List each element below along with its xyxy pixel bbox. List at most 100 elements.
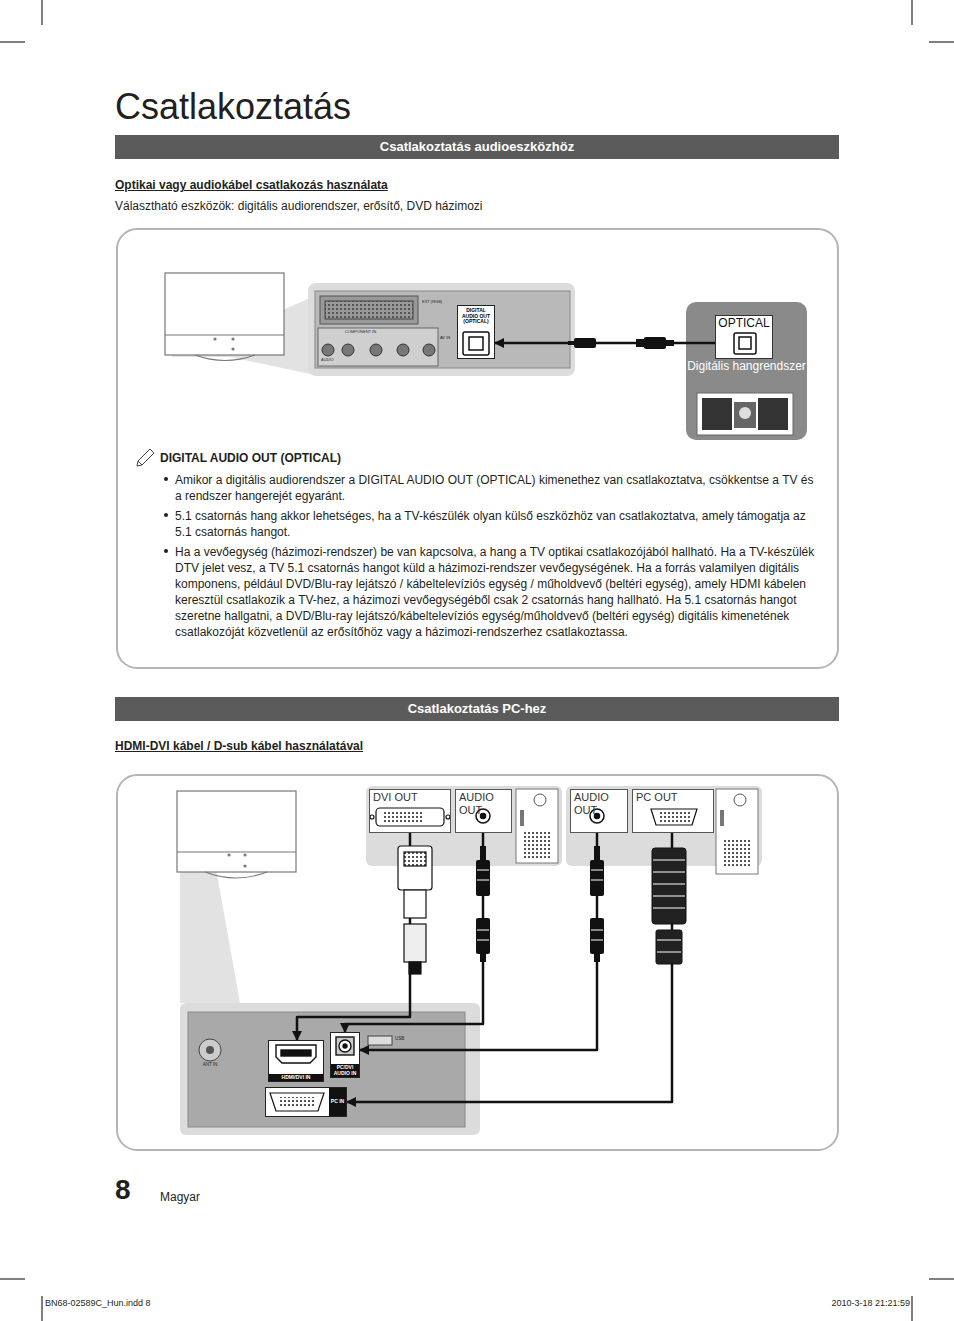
pc-rear-panel [520,810,524,826]
page-title: Csatlakoztatás [115,86,615,128]
tv-monitor [232,348,234,350]
note-icon [137,449,154,466]
diagram-frame [117,229,838,1150]
audio-plug [594,846,600,860]
crop-marks [912,0,913,25]
cable-connector [347,833,672,1102]
pc-rear-panel [734,794,746,806]
audio-plug [476,918,490,954]
component-jack [322,344,435,356]
stripe [657,952,681,953]
audio-jack [336,1037,354,1055]
port-label: AUDIO [321,358,345,362]
pc-rear-panel [632,789,714,833]
bullet-dot [164,477,168,481]
optical-port [739,337,751,349]
tv-monitor [232,338,234,340]
pc-rear-panel [716,789,758,874]
dsub-plug [652,848,686,964]
pc-rear-panel [366,786,562,866]
port-box: AUDIO OUT [455,789,512,833]
tv-rear-panel [315,291,570,368]
hdmi-port [281,1050,311,1056]
port-box: PC/DVI AUDIO IN [330,1032,360,1078]
port-box: PC OUT [632,789,714,833]
pc-rear-panel [369,789,451,833]
tv-monitor [165,273,310,374]
crop-marks [42,0,43,25]
sound-system-panel [702,398,732,430]
stripe [477,940,489,941]
crop-marks [929,1279,954,1280]
sound-system-panel [697,393,793,435]
tv-rear-panel [265,1087,347,1117]
diagram-frame [117,775,838,1150]
dvi-plug [404,924,426,962]
section-band: Csatlakoztatás audioeszközhöz [115,135,839,159]
node-text: AUDIO OUT [459,791,508,817]
component-jack [423,344,435,356]
pc-rear-panel [455,789,512,833]
optical-port [463,332,489,355]
node-text: PC IN [329,1088,346,1116]
bullet-text: 5.1 csatornás hang akkor lehetséges, ha … [175,508,817,540]
optical-plug [666,340,674,346]
audio-plug [590,860,604,896]
dvi-plug [398,846,432,890]
port-box: OPTICAL [715,315,773,359]
stripe [591,940,603,941]
stripe [591,930,603,931]
optical-plug [574,338,596,348]
node-text: PC OUT [636,791,710,804]
tv-monitor [177,791,296,1003]
port-label: AV IN [440,336,452,340]
audio-jack [339,1040,351,1052]
dvi-port [370,808,450,826]
stripe [653,884,685,885]
dsub-plug [656,930,682,964]
sound-system-panel [739,407,751,419]
node-text: Csatlakoztatás PC-hez [115,697,839,721]
optical-port [463,332,756,355]
port-box: DIGITAL AUDIO OUT (OPTICAL) [457,305,495,359]
tv-monitor [205,872,267,878]
optical-plug [568,341,574,345]
port-label: USB [395,1037,415,1042]
node-text: Csatlakoztatás audioeszközhöz [115,135,839,159]
bullet-dot [164,513,168,517]
vga-port [651,809,697,825]
hdmi-port [276,1045,316,1063]
note-heading: DIGITAL AUDIO OUT (OPTICAL) [160,451,460,465]
stripe [653,908,685,909]
bullet-text: Amikor a digitális audiorendszer a DIGIT… [175,472,817,504]
dvi-port [376,808,444,826]
print-slug: 2010-3-18 21:21:59 [780,1298,910,1309]
port-label: ANT IN [196,1063,224,1068]
crop-marks [929,42,954,43]
stripe [477,870,489,871]
audio-plug [594,954,600,962]
pc-rear-panel [516,789,558,863]
crop-marks [42,1296,43,1321]
node-text: Digitális hangrendszer [686,359,807,373]
audio-plug [480,846,486,860]
pc-rear-panel [522,830,552,858]
node-text: AUDIO OUT [574,791,624,817]
crop-marks [0,1279,25,1280]
component-jack [322,344,334,356]
optical-port [469,337,483,350]
dsub-plug [652,848,686,924]
pc-rear-panel [720,810,724,826]
subheading: HDMI-DVI kábel / D-sub kábel használatáv… [115,739,415,753]
section-band: Csatlakoztatás PC-hez [115,697,839,721]
print-slug: BN68-02589C_Hun.indd 8 [45,1298,245,1309]
bullet-dot [164,477,168,553]
dvi-plug [404,890,426,918]
dvi-port [384,812,424,822]
